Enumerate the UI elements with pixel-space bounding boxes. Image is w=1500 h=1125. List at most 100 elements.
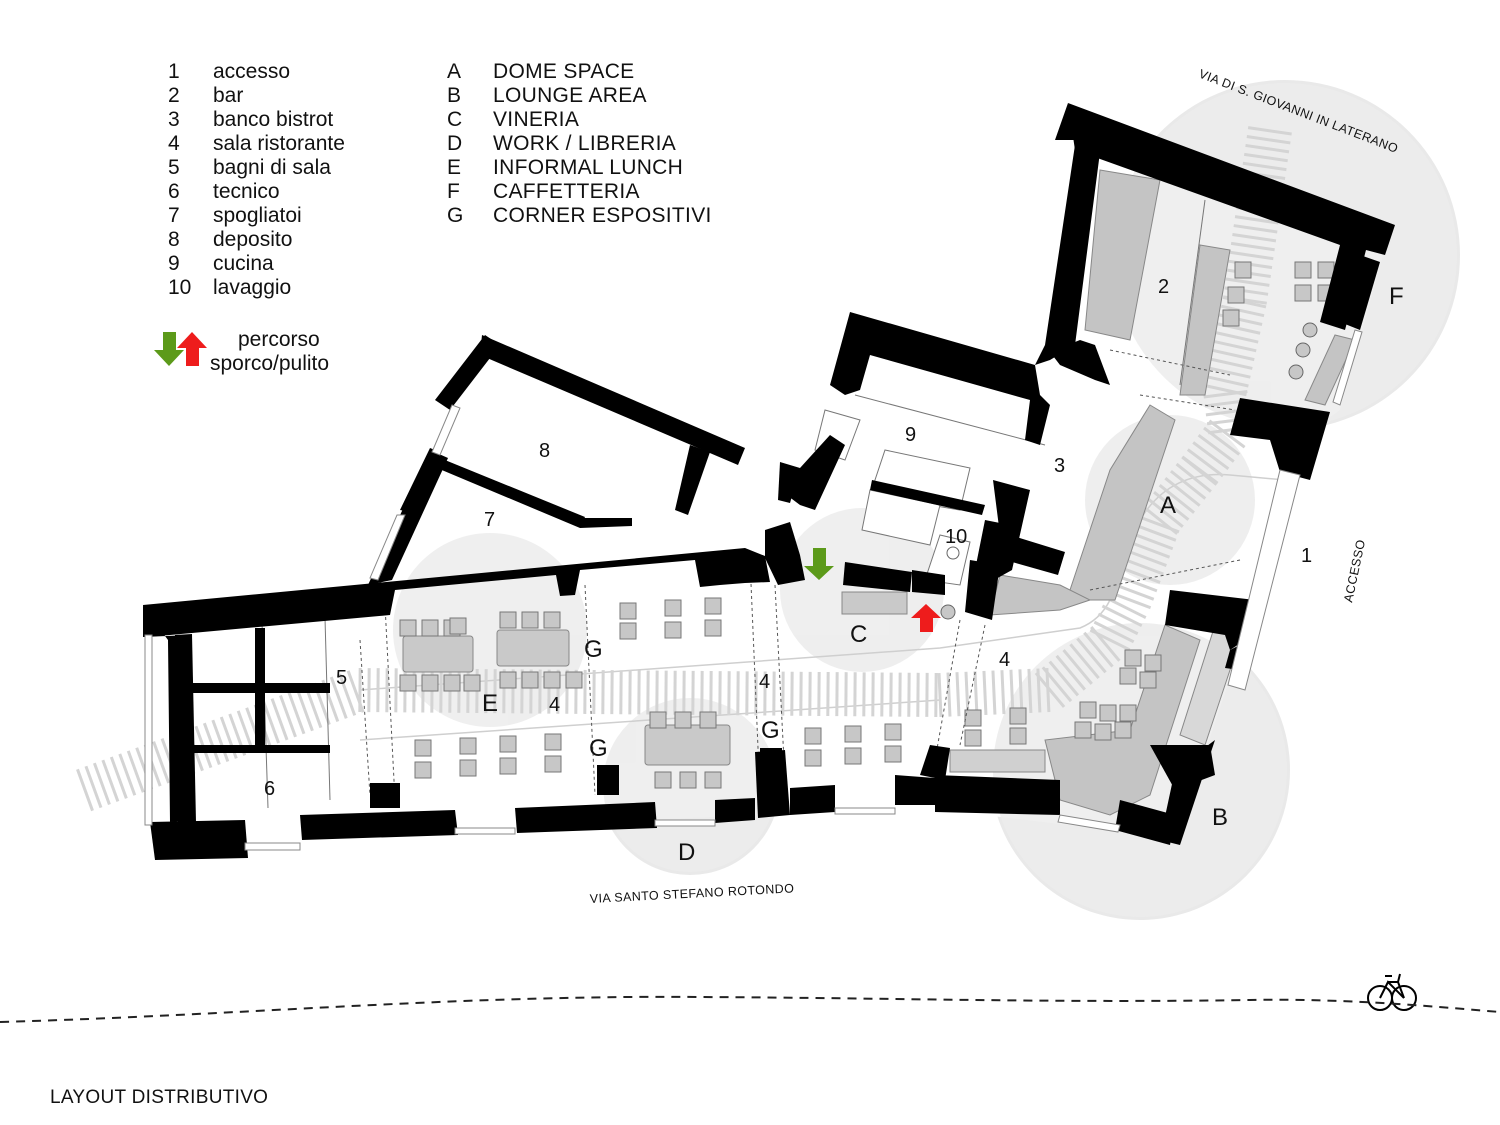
- hatch-stroke: [270, 698, 289, 741]
- wall: [255, 628, 265, 746]
- chairs: [399, 261, 1335, 789]
- stool: [1288, 364, 1304, 380]
- furniture-large: [402, 169, 1356, 816]
- hatch-stroke: [1101, 604, 1143, 628]
- arrow-down-icon: [804, 548, 834, 580]
- street-label-south: VIA SANTO STEFANO ROTONDO: [589, 881, 794, 906]
- legend-room-label: deposito: [213, 228, 293, 251]
- chair: [521, 671, 539, 689]
- chair: [964, 729, 982, 747]
- zone-label-g2: G: [589, 735, 608, 762]
- hatch-stroke: [1000, 670, 1006, 715]
- legend-zone-key: G: [447, 204, 464, 227]
- hatch-stroke: [1230, 241, 1275, 252]
- zone-label-c: C: [850, 621, 867, 648]
- legend-room-key: 1: [168, 60, 180, 83]
- window: [369, 514, 406, 581]
- hatch-stroke: [1083, 631, 1114, 668]
- hatch-stroke: [1229, 250, 1274, 261]
- zone-label-g1: G: [584, 636, 603, 663]
- hatch-stroke: [262, 701, 281, 744]
- wall: [715, 798, 755, 823]
- chair: [463, 674, 481, 692]
- chair: [499, 757, 517, 775]
- hatch-stroke: [1164, 476, 1201, 507]
- chair: [664, 621, 682, 639]
- hatch-stroke: [1045, 668, 1051, 713]
- room-label-2: 2: [1158, 276, 1169, 298]
- legend-zone-label: CORNER ESPOSITIVI: [493, 204, 712, 227]
- page-title: LAYOUT DISTRIBUTIVO: [50, 1087, 269, 1108]
- hatch-stroke: [1192, 441, 1230, 470]
- legend-room-label: banco bistrot: [213, 108, 334, 131]
- chair: [884, 745, 902, 763]
- window: [1332, 329, 1363, 406]
- legend-room-label: bagni di sala: [213, 156, 331, 179]
- hatch-stroke: [1009, 669, 1015, 714]
- room-label-3: 3: [1054, 455, 1065, 477]
- bar-back-counter: [1179, 244, 1231, 396]
- chair: [699, 711, 717, 729]
- hatch-stroke: [1214, 331, 1259, 344]
- hatch-stroke: [1203, 383, 1247, 397]
- hatch-stroke: [1232, 232, 1277, 243]
- window: [454, 827, 516, 835]
- chair: [499, 735, 517, 753]
- hatch-stroke: [1186, 448, 1224, 478]
- wall: [400, 448, 440, 512]
- room-label-4a: 4: [999, 649, 1010, 671]
- hatch-stroke: [92, 762, 111, 806]
- ground-line: [0, 995, 1500, 1023]
- wall: [1340, 255, 1380, 330]
- wall: [190, 745, 330, 753]
- wall: [935, 775, 1060, 815]
- room-label-8: 8: [539, 440, 550, 462]
- bicycle-icon: [1367, 973, 1417, 1011]
- chair: [1009, 707, 1027, 725]
- wall: [1005, 535, 1065, 575]
- chair: [884, 723, 902, 741]
- legend-room-key: 2: [168, 84, 180, 107]
- chair: [544, 733, 562, 751]
- chair: [421, 674, 439, 692]
- hatch-stroke: [287, 691, 306, 735]
- partitions: [359, 349, 1241, 801]
- legend-zone-key: E: [447, 156, 462, 179]
- hatch-stroke: [1121, 557, 1164, 576]
- zone-label-d: D: [678, 839, 695, 866]
- chair: [459, 737, 477, 755]
- hatch-stroke: [1076, 637, 1107, 674]
- hatch-stroke: [118, 753, 137, 796]
- hatch-stroke: [1048, 660, 1080, 697]
- legend-room-item: 5 bagni di sala: [168, 156, 345, 180]
- wall: [675, 445, 710, 515]
- chair: [499, 611, 517, 629]
- legend-room-key: 5: [168, 156, 180, 179]
- hatch-stroke: [1220, 304, 1265, 318]
- legend-zone-label: VINERIA: [493, 108, 580, 131]
- hatch-stroke: [84, 765, 103, 809]
- wall: [1055, 103, 1078, 140]
- wall: [843, 562, 912, 592]
- wall: [920, 745, 950, 780]
- wall: [1050, 340, 1110, 385]
- zone-label-a: A: [1160, 492, 1176, 519]
- hatch-stroke: [955, 672, 961, 717]
- hatch-stroke: [1124, 548, 1167, 567]
- chair: [459, 759, 477, 777]
- hatch-stroke: [1118, 565, 1161, 584]
- hatch-stroke: [1069, 643, 1100, 680]
- chair: [664, 599, 682, 617]
- hatch-stroke: [1105, 596, 1147, 619]
- zone-label-g3: G: [761, 717, 780, 744]
- arrow-up-icon: [911, 604, 941, 632]
- window: [1057, 814, 1121, 833]
- hatch-stroke: [1208, 419, 1246, 449]
- chair: [499, 671, 517, 689]
